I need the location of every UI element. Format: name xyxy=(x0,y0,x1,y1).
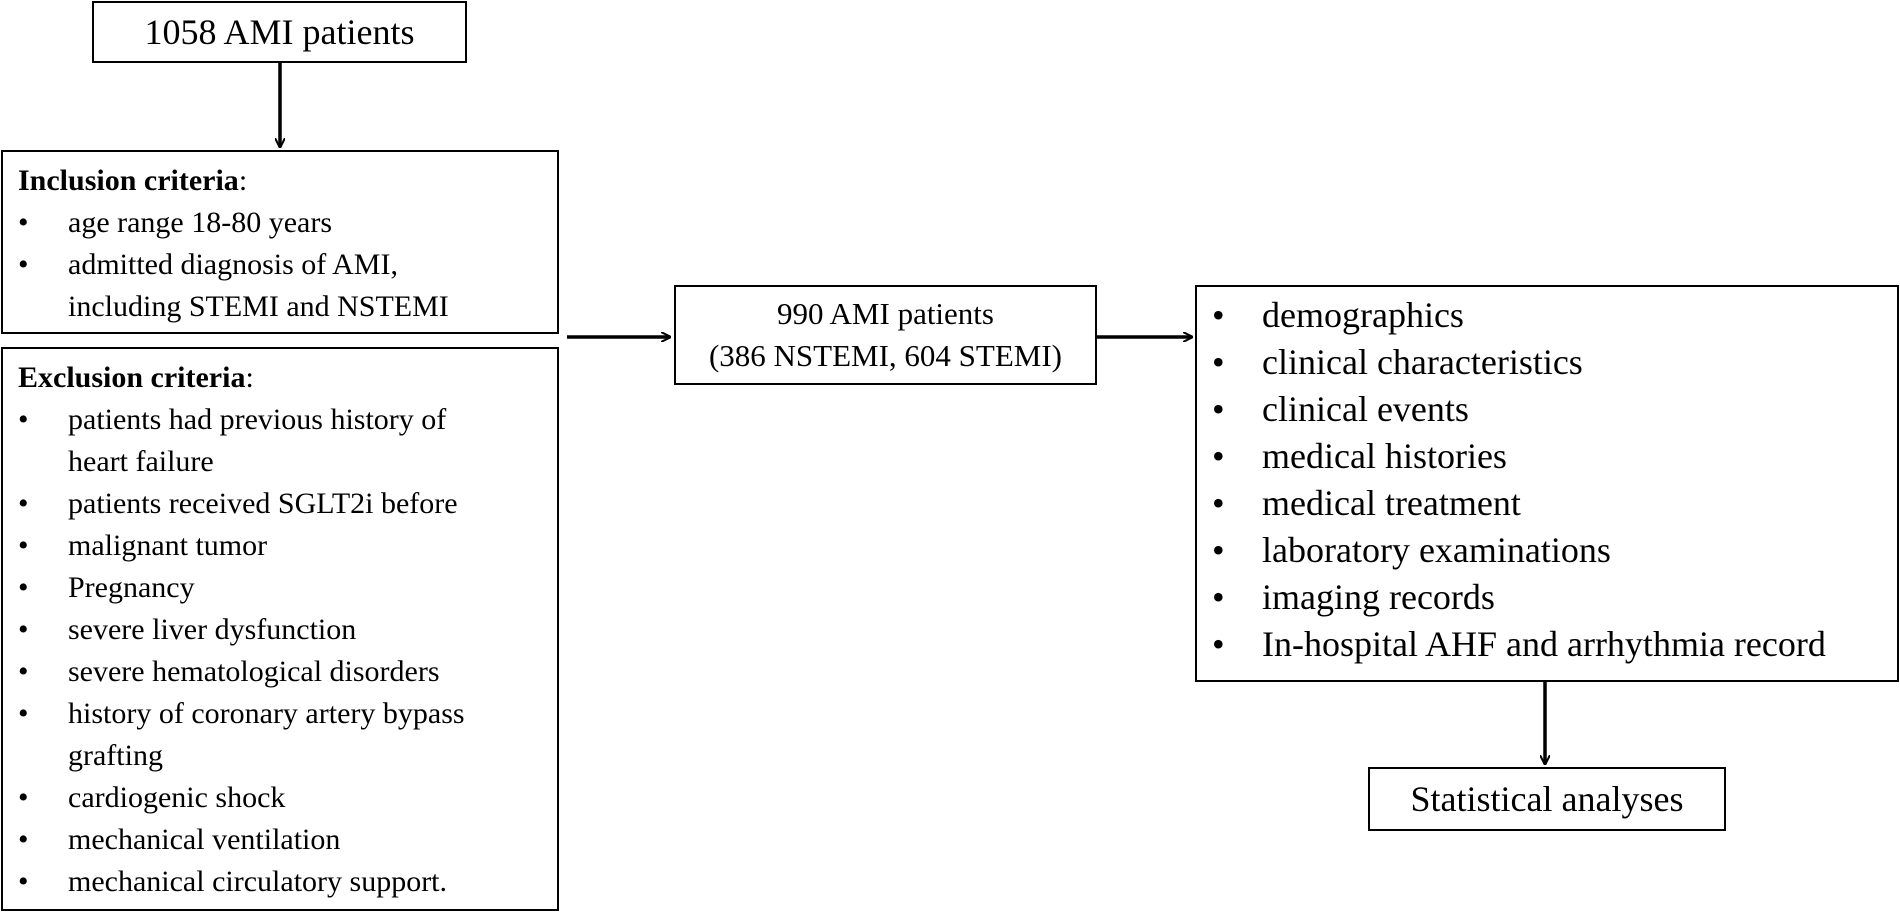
inclusion-criteria-list: • age range 18-80 years • admitted diagnosi… xyxy=(18,202,545,328)
collected-data-item: • demographics xyxy=(1212,292,1887,339)
exclusion-criteria-item-text: mechanical circulatory support. xyxy=(68,865,448,898)
exclusion-criteria-item: • patients received SGLT2i before xyxy=(18,483,545,525)
bullet-icon: • xyxy=(1212,577,1225,617)
exclusion-criteria-item-text: cardiogenic shock xyxy=(68,781,286,814)
exclusion-criteria-item-text: malignant tumor xyxy=(68,529,268,562)
bullet-icon: • xyxy=(18,248,29,281)
exclusion-criteria-item-text: history of coronary artery bypass xyxy=(68,697,465,730)
exclusion-criteria-item-text: patients received SGLT2i before xyxy=(68,487,458,520)
bullet-icon: • xyxy=(18,487,29,520)
inclusion-criteria-title: Inclusion criteria: xyxy=(18,164,248,197)
included-patients-breakdown: (386 NSTEMI, 604 STEMI) xyxy=(708,338,1063,373)
collected-data-item-text: laboratory examinations xyxy=(1262,530,1611,570)
exclusion-criteria-item: • mechanical circulatory support. xyxy=(18,861,545,903)
exclusion-criteria-item: • patients had previous history of heart f… xyxy=(18,399,545,483)
exclusion-criteria-item-text: severe hematological disorders xyxy=(68,655,440,688)
exclusion-criteria-item: • cardiogenic shock xyxy=(18,777,545,819)
inclusion-criteria-item: • age range 18-80 years xyxy=(18,202,545,244)
bullet-icon: • xyxy=(1212,483,1225,523)
bullet-icon: • xyxy=(18,865,29,898)
exclusion-criteria-list: • patients had previous history of heart f… xyxy=(18,399,545,903)
collected-data-item: • In-hospital AHF and arrhythmia record xyxy=(1212,621,1887,668)
inclusion-criteria-item: • admitted diagnosis of AMI, including STE… xyxy=(18,244,545,328)
collected-data-item-text: imaging records xyxy=(1262,577,1495,617)
collected-data-item-text: In-hospital AHF and arrhythmia record xyxy=(1262,624,1826,664)
collected-data-item-text: clinical characteristics xyxy=(1262,342,1583,382)
bullet-icon: • xyxy=(18,823,29,856)
collected-data-item-text: medical treatment xyxy=(1262,483,1521,523)
exclusion-criteria-title: Exclusion criteria: xyxy=(18,361,254,394)
statistical-analyses-box: Statistical analyses xyxy=(1368,767,1726,831)
exclusion-criteria-item: • mechanical ventilation xyxy=(18,819,545,861)
bullet-icon: • xyxy=(1212,530,1225,570)
collected-data-list: • demographics • clinical characteristics • c… xyxy=(1212,292,1887,668)
bullet-icon: • xyxy=(18,403,29,436)
collected-data-item: • laboratory examinations xyxy=(1212,527,1887,574)
collected-data-item-text: clinical events xyxy=(1262,389,1469,429)
bullet-icon: • xyxy=(1212,295,1225,335)
exclusion-criteria-item-text: mechanical ventilation xyxy=(68,823,341,856)
inclusion-criteria-box: Inclusion criteria: • age range 18-80 yea… xyxy=(1,150,559,334)
exclusion-criteria-item: • history of coronary artery bypass grafti… xyxy=(18,693,545,777)
exclusion-criteria-item: • Pregnancy xyxy=(18,567,545,609)
inclusion-criteria-item-text: age range 18-80 years xyxy=(68,206,333,239)
exclusion-criteria-item: • severe hematological disorders xyxy=(18,651,545,693)
collected-data-item-text: demographics xyxy=(1262,295,1464,335)
total-patients-box: 1058 AMI patients xyxy=(92,1,467,63)
bullet-icon: • xyxy=(1212,624,1225,664)
total-patients-label: 1058 AMI patients xyxy=(144,12,415,52)
bullet-icon: • xyxy=(18,613,29,646)
collected-data-item: • imaging records xyxy=(1212,574,1887,621)
collected-data-box: • demographics • clinical characteristics • c… xyxy=(1195,285,1899,682)
included-patients-count: 990 AMI patients xyxy=(777,296,994,331)
exclusion-criteria-item-text: severe liver dysfunction xyxy=(68,613,357,646)
exclusion-criteria-item-text: heart failure xyxy=(68,445,214,478)
bullet-icon: • xyxy=(18,571,29,604)
bullet-icon: • xyxy=(18,206,29,239)
inclusion-criteria-item-text: including STEMI and NSTEMI xyxy=(68,290,449,323)
bullet-icon: • xyxy=(18,529,29,562)
collected-data-item: • clinical characteristics xyxy=(1212,339,1887,386)
collected-data-item: • medical treatment xyxy=(1212,480,1887,527)
bullet-icon: • xyxy=(1212,389,1225,429)
bullet-icon: • xyxy=(1212,342,1225,382)
exclusion-criteria-item: • malignant tumor xyxy=(18,525,545,567)
bullet-icon: • xyxy=(18,655,29,688)
bullet-icon: • xyxy=(18,781,29,814)
inclusion-criteria-item-text: admitted diagnosis of AMI, xyxy=(68,248,398,281)
exclusion-criteria-item: • severe liver dysfunction xyxy=(18,609,545,651)
included-patients-box: 990 AMI patients (386 NSTEMI, 604 STEMI) xyxy=(674,285,1097,385)
exclusion-criteria-box: Exclusion criteria: • patients had previo… xyxy=(1,347,559,911)
exclusion-criteria-item-text: Pregnancy xyxy=(68,571,195,604)
statistical-analyses-label: Statistical analyses xyxy=(1410,779,1684,819)
exclusion-criteria-item-text: grafting xyxy=(68,739,163,772)
bullet-icon: • xyxy=(1212,436,1225,476)
collected-data-item: • clinical events xyxy=(1212,386,1887,433)
collected-data-item: • medical histories xyxy=(1212,433,1887,480)
bullet-icon: • xyxy=(18,697,29,730)
collected-data-item-text: medical histories xyxy=(1262,436,1507,476)
exclusion-criteria-item-text: patients had previous history of xyxy=(68,403,447,436)
